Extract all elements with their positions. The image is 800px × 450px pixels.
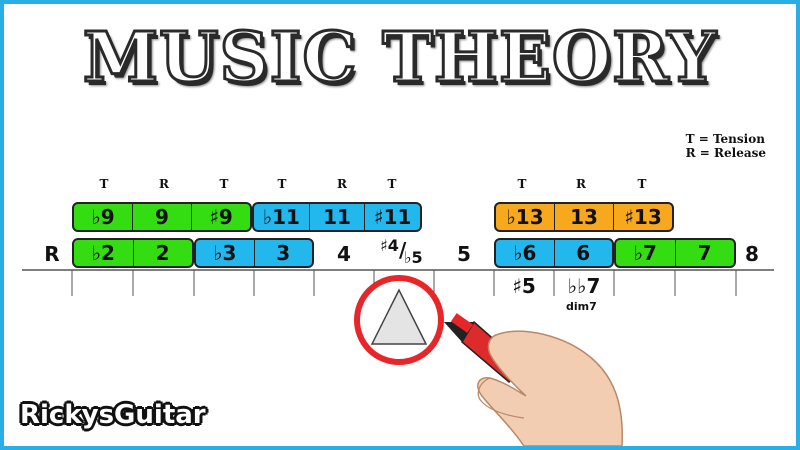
lower-blue-box: ♭3 3 — [194, 238, 314, 268]
interval-2: 2 — [132, 240, 193, 266]
hand-with-marker-icon — [444, 313, 623, 446]
interval-flat-13: ♭13 — [506, 205, 544, 229]
dim7-label: dim7 — [566, 300, 597, 313]
interval-flat-2: ♭2 — [91, 241, 115, 265]
interval-3: 3 — [253, 240, 313, 266]
legend-tension: T = Tension — [685, 132, 765, 146]
interval-sharp-11: ♯11 — [364, 204, 420, 230]
interval-flat-11: ♭11 — [262, 205, 300, 229]
tension-label: T — [517, 177, 527, 191]
upper-orange-box: ♭13 13 ♯13 — [494, 202, 674, 232]
release-label: R — [337, 177, 347, 191]
interval-double-flat-7: ♭♭7 — [567, 274, 601, 298]
interval-8: 8 — [745, 242, 759, 266]
interval-7: 7 — [674, 240, 735, 266]
lower-green-seven-box: ♭7 7 — [614, 238, 736, 268]
tension-label: T — [387, 177, 397, 191]
title: MUSIC THEORY — [81, 17, 718, 100]
tension-label: T — [277, 177, 287, 191]
slash-divider: / — [399, 238, 407, 262]
release-label: R — [159, 177, 169, 191]
lower-green-box: ♭2 2 — [72, 238, 194, 268]
interval-sharp-5: ♯5 — [512, 274, 536, 298]
tension-label: T — [99, 177, 109, 191]
release-label: R — [576, 177, 586, 191]
interval-flat-6: ♭6 — [513, 241, 537, 265]
diagram-lines — [22, 269, 774, 446]
interval-sharp-4-flat-5: ♯4 / ♭5 — [374, 236, 434, 270]
brand-logo-text: RickysGuitar — [20, 400, 206, 430]
legend-release: R = Release — [685, 146, 766, 160]
tension-label: T — [219, 177, 229, 191]
upper-blue-box: ♭11 11 ♯11 — [252, 202, 422, 232]
interval-root: R — [44, 242, 60, 266]
interval-6: 6 — [553, 240, 613, 266]
interval-flat-9: ♭9 — [91, 205, 115, 229]
interval-sharp-9: ♯9 — [191, 204, 250, 230]
interval-sharp-13: ♯13 — [613, 204, 672, 230]
interval-flat-3: ♭3 — [213, 241, 237, 265]
interval-9: 9 — [132, 204, 191, 230]
interval-13: 13 — [554, 204, 613, 230]
lower-blue-six-box: ♭6 6 — [494, 238, 614, 268]
upper-green-box: ♭9 9 ♯9 — [72, 202, 252, 232]
interval-flat-5: ♭5 — [404, 248, 423, 267]
legend: T = Tension R = Release — [686, 132, 766, 160]
interval-sharp-4: ♯4 — [380, 236, 399, 255]
tension-label: T — [637, 177, 647, 191]
interval-4: 4 — [337, 242, 351, 266]
interval-5: 5 — [457, 242, 471, 266]
triangle-icon — [370, 288, 428, 345]
interval-flat-7: ♭7 — [633, 241, 657, 265]
interval-11: 11 — [308, 204, 365, 230]
